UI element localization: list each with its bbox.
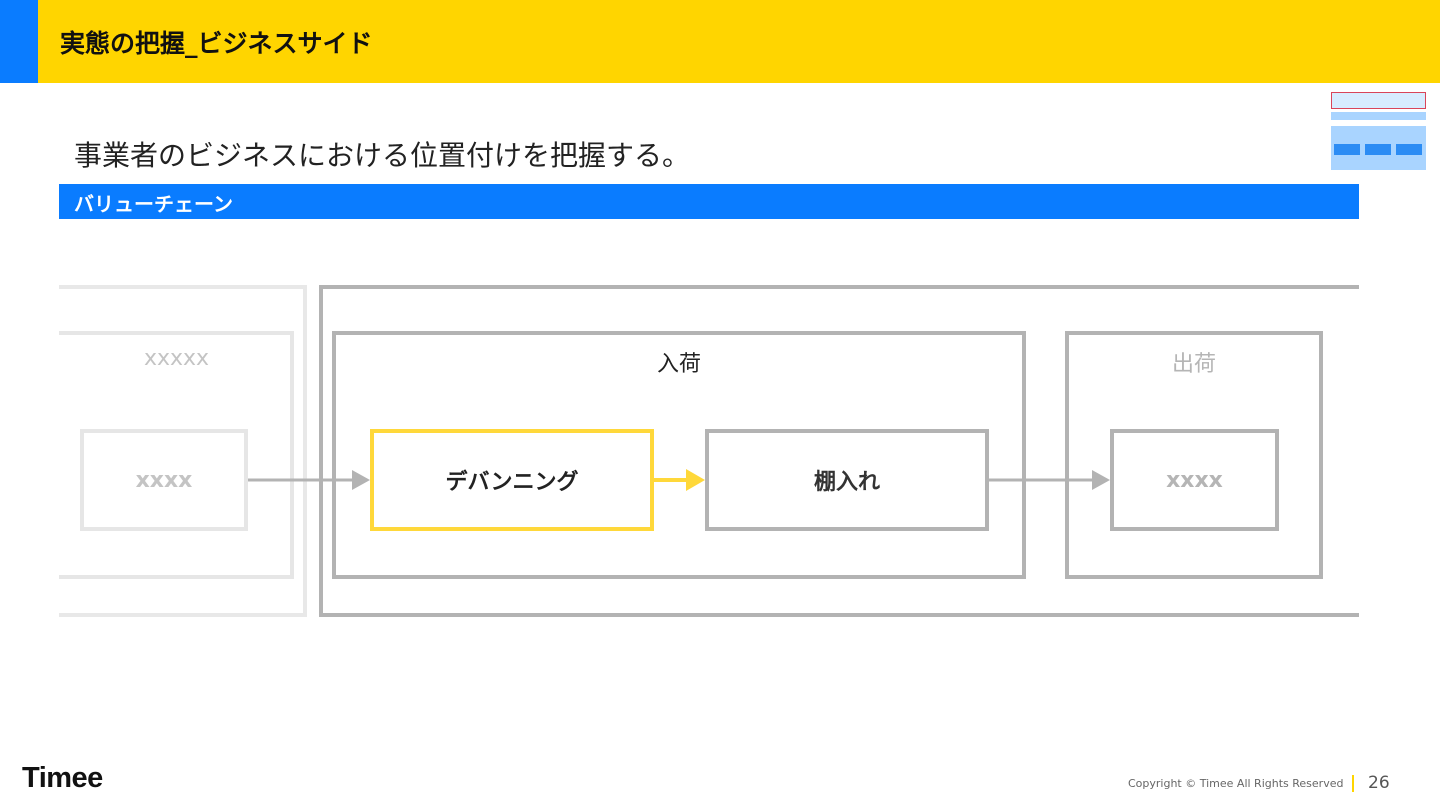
header-bar [38,0,1440,83]
header-accent [0,0,38,83]
section-bar [59,184,1359,219]
copyright-text: Copyright © Timee All Rights Reserved [1128,777,1344,790]
page-title: 実態の把握_ビジネスサイド [60,29,373,58]
step-box-left: xxxx [80,429,248,531]
page-number: 26 [1368,773,1390,793]
step-box-right: xxxx [1110,429,1279,531]
thumbnail-separator [1331,120,1426,126]
thumbnail-value-chain-band [1331,92,1426,109]
step-box-devanning: デバンニング [370,429,654,531]
slide-subtitle: 事業者のビジネスにおける位置付けを把握する。 [74,139,691,172]
group-box-nyuka [332,331,1026,579]
group-box-shukka [1065,331,1323,579]
step-box-tanaire: 棚入れ [705,429,989,531]
thumbnail-box [1334,144,1360,155]
group-label-left: xxxxx [143,346,210,371]
thumbnail-box [1396,144,1422,155]
thumbnail-box [1365,144,1391,155]
outer-frame-right [319,285,1359,617]
group-box-left [59,331,294,579]
group-label-nyuka: 入荷 [656,352,701,377]
section-title: バリューチェーン [74,192,233,216]
footer-divider [1352,775,1354,792]
timee-logo: Timee [22,762,103,794]
slide-thumbnail [1331,92,1426,172]
outer-frame-left [59,285,307,617]
group-label-shukka: 出荷 [1171,352,1216,377]
